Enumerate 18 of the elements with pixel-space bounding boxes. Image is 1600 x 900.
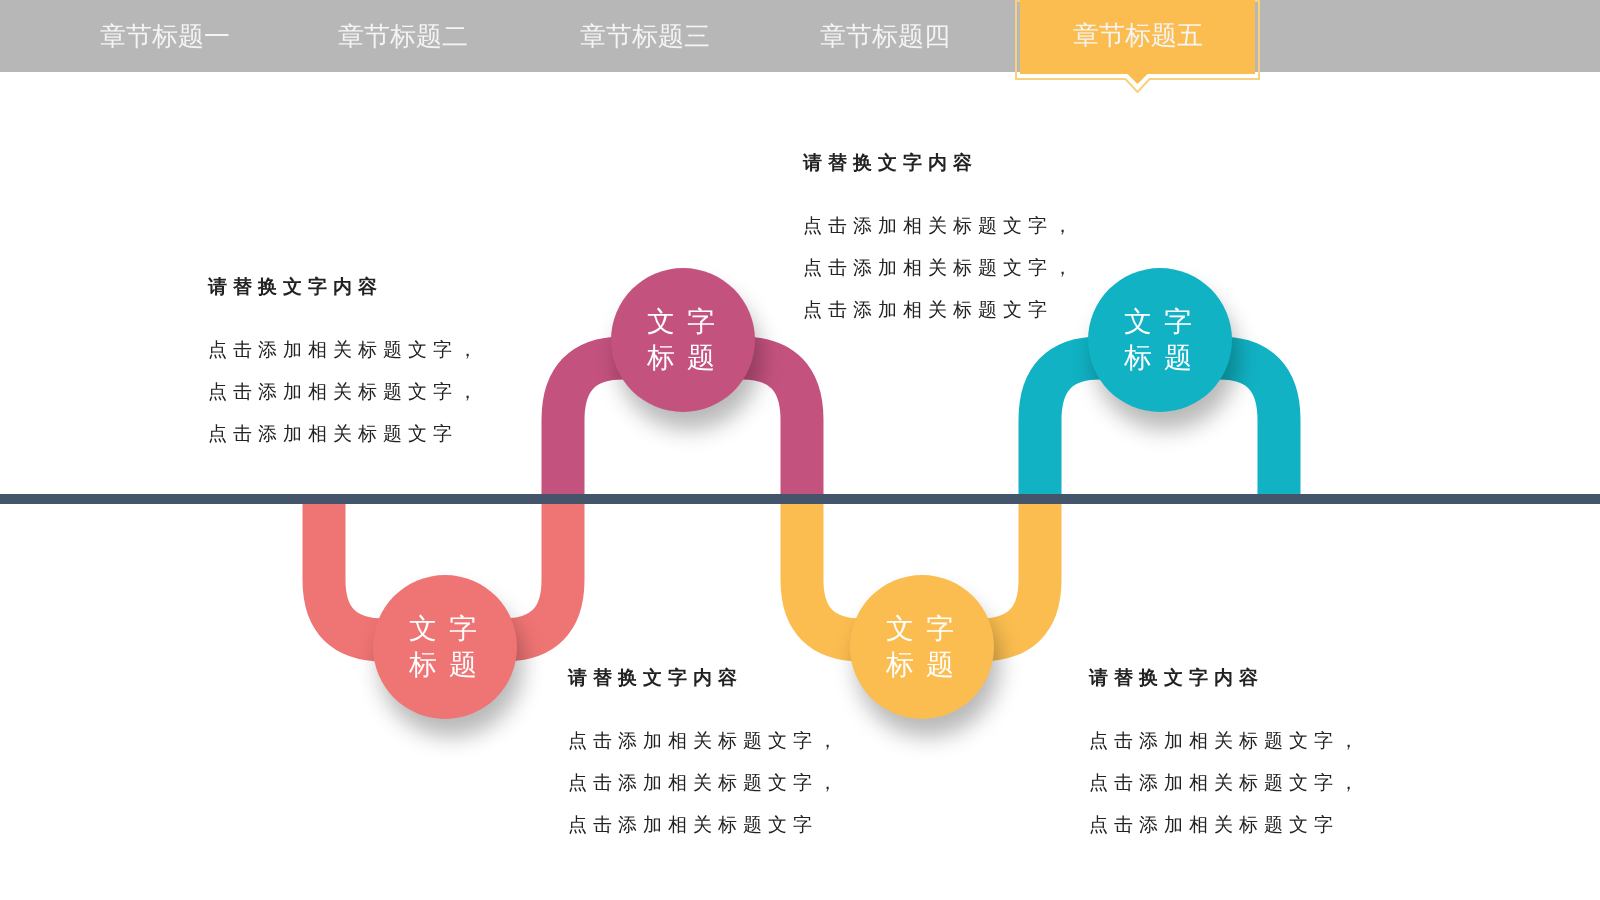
description-text: 点击添加相关标题文字，点击添加相关标题文字，点击添加相关标题文字 <box>803 213 1079 322</box>
heading-text: 请替换文字内容 <box>568 665 743 690</box>
description-text: 点击添加相关标题文字，点击添加相关标题文字，点击添加相关标题文字 <box>208 337 484 446</box>
circle-title: 文字标题 <box>885 610 967 683</box>
circle-title: 文字标题 <box>1123 303 1205 376</box>
tab-label: 章节标题三 <box>580 19 710 53</box>
description-text: 点击添加相关标题文字，点击添加相关标题文字，点击添加相关标题文字 <box>568 728 844 837</box>
tab-label: 章节标题四 <box>820 19 950 53</box>
circle-title: 文字标题 <box>408 610 490 683</box>
heading-text: 请替换文字内容 <box>803 150 978 175</box>
heading-text: 请替换文字内容 <box>1089 665 1264 690</box>
description-text: 点击添加相关标题文字，点击添加相关标题文字，点击添加相关标题文字 <box>1089 728 1365 837</box>
heading-text: 请替换文字内容 <box>208 274 383 299</box>
tab-label: 章节标题五 <box>1072 19 1203 52</box>
tab-label: 章节标题一 <box>100 19 230 53</box>
active-tab <box>1015 0 1260 94</box>
tab-label: 章节标题二 <box>338 19 468 53</box>
circle-title: 文字标题 <box>646 303 728 376</box>
